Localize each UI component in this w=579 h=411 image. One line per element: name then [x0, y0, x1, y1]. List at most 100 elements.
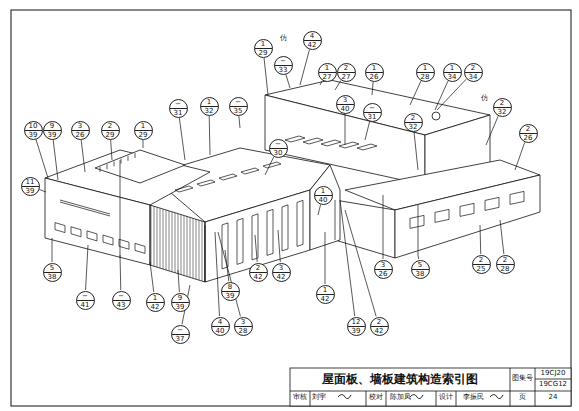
- label-text: 仿: [280, 35, 287, 42]
- callout-number: −: [280, 57, 286, 65]
- divider-line: [77, 300, 94, 301]
- callout-circle: 229: [101, 121, 120, 140]
- divider-line: [417, 72, 434, 73]
- callout-circle: 127: [318, 63, 337, 82]
- divider-line: [315, 195, 332, 196]
- divider-line: [465, 72, 482, 73]
- callout-number: 1: [153, 294, 157, 302]
- leader-line: [335, 81, 341, 90]
- callout-number: 1: [372, 64, 376, 72]
- callout-number: 1: [423, 64, 427, 72]
- callout-circle: −43: [112, 291, 131, 310]
- callout-number: 34: [469, 73, 478, 81]
- divider-line: [348, 326, 365, 327]
- callout-number: 2: [503, 256, 507, 264]
- divider-line: [255, 48, 272, 49]
- callout-number: 11: [26, 178, 35, 186]
- label-text: 陈加凤: [390, 394, 411, 401]
- callout-number: 2: [377, 318, 381, 326]
- callout-circle: 226: [519, 124, 538, 143]
- callout-circle: 232: [404, 113, 423, 132]
- leader-line: [52, 238, 53, 262]
- divider-line: [405, 122, 422, 123]
- divider-line: [497, 264, 514, 265]
- callout-number: 42: [308, 41, 317, 49]
- callout-number: 29: [139, 131, 148, 139]
- callout-number: 35: [234, 107, 243, 115]
- leader-line: [39, 190, 46, 192]
- callout-circle: 129: [254, 39, 273, 58]
- leader-line: [318, 205, 321, 215]
- callout-number: 5: [418, 261, 422, 269]
- callout-number: 42: [151, 303, 160, 311]
- divider-line: [366, 72, 383, 73]
- leader-line: [53, 140, 58, 180]
- callout-number: 1: [450, 64, 454, 72]
- callout-circle: 939: [171, 293, 190, 312]
- callout-number: 3: [343, 96, 347, 104]
- callout-circle: 939: [43, 121, 62, 140]
- callout-number: 28: [501, 265, 510, 273]
- callout-circle: −41: [76, 291, 95, 310]
- leader-line: [410, 81, 421, 105]
- callout-circle: 128: [416, 63, 435, 82]
- leader-line: [215, 232, 219, 316]
- callout-number: 34: [448, 73, 457, 81]
- callout-number: 2: [479, 256, 483, 264]
- callout-number: 12: [352, 318, 361, 326]
- divider-line: [113, 300, 130, 301]
- callout-circle: 839: [221, 282, 240, 301]
- callout-number: 27: [342, 73, 351, 81]
- leader-line: [178, 270, 179, 292]
- divider-line: [25, 130, 42, 131]
- callout-number: −: [275, 140, 281, 148]
- callout-number: 30: [274, 149, 283, 157]
- callout-number: 28: [239, 327, 248, 335]
- divider-line: [319, 72, 336, 73]
- leader-line: [255, 235, 257, 262]
- callout-number: 1: [321, 187, 325, 195]
- callout-number: 4: [218, 318, 222, 326]
- callout-number: 8: [228, 283, 232, 291]
- callout-number: 1: [325, 64, 329, 72]
- callout-number: 1: [261, 40, 265, 48]
- callout-circle: 227: [337, 63, 356, 82]
- divider-line: [273, 272, 290, 273]
- callout-circle: 134: [443, 63, 462, 82]
- leader-line: [365, 122, 370, 140]
- leader-line: [500, 220, 504, 254]
- callout-number: −: [118, 292, 124, 300]
- divider-line: [102, 130, 119, 131]
- divider-line: [494, 107, 511, 108]
- callout-number: 26: [76, 131, 85, 139]
- label-text: 李振民: [463, 394, 484, 401]
- callout-number: 3: [241, 318, 245, 326]
- callout-circle: 328: [234, 317, 253, 336]
- divider-line: [364, 112, 381, 113]
- divider-line: [304, 40, 321, 41]
- callout-number: 9: [178, 294, 182, 302]
- callout-circle: 340: [336, 95, 355, 114]
- callout-number: 39: [48, 131, 57, 139]
- callout-number: 26: [524, 134, 533, 142]
- divider-line: [473, 264, 490, 265]
- leader-line: [150, 262, 154, 292]
- callout-number: 29: [259, 49, 268, 57]
- leader-line: [300, 50, 309, 85]
- callout-number: 2: [411, 114, 415, 122]
- callout-number: 31: [174, 109, 183, 117]
- label-text: 图集号: [512, 375, 533, 382]
- callout-number: 39: [26, 187, 35, 195]
- leader-line: [414, 132, 418, 170]
- leader-line: [383, 195, 384, 259]
- callout-number: 38: [48, 273, 57, 281]
- leader-line: [81, 140, 85, 172]
- callout-number: 40: [319, 196, 328, 204]
- callout-circle: 242: [370, 317, 389, 336]
- callout-circle: −37: [171, 325, 190, 344]
- divider-line: [212, 326, 229, 327]
- leader-line: [111, 140, 112, 160]
- callout-number: 39: [352, 327, 361, 335]
- callout-circle: 228: [496, 255, 515, 274]
